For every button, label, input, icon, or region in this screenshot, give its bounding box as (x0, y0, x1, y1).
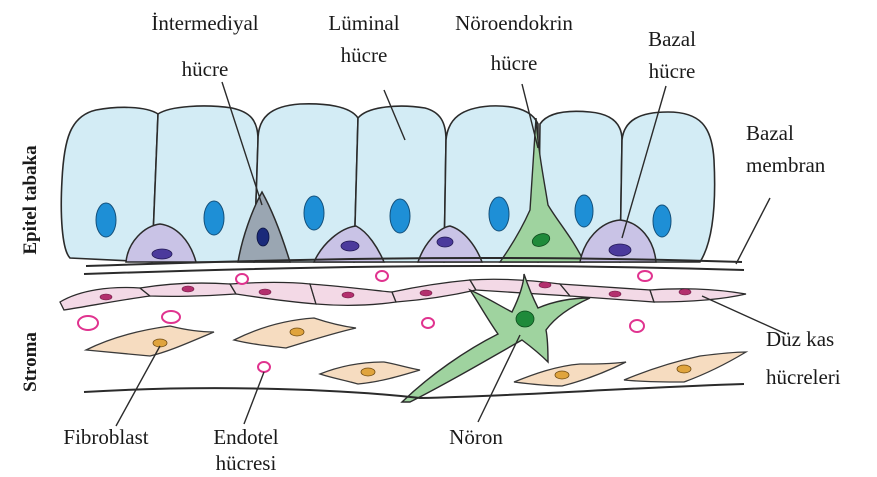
label-bazal-line1: Bazal (648, 27, 696, 51)
label-endotel-line2: hücresi (216, 451, 277, 475)
label-bazal-line2: hücre (649, 59, 696, 83)
smooth-muscle-nucleus (420, 290, 432, 296)
luminal-nucleus (96, 203, 116, 237)
smooth-muscle-cell (230, 283, 316, 305)
leader-endotel (244, 372, 264, 424)
fibroblast-nucleus (555, 371, 569, 379)
fibroblast-nucleus (361, 368, 375, 376)
smooth-muscle-nucleus (259, 289, 271, 295)
leader-fibroblast (116, 346, 160, 426)
endothelial-cell (376, 271, 388, 281)
intermediate-nucleus (257, 228, 269, 246)
smooth-muscle-nucleus (539, 282, 551, 288)
label-luminal-line2: hücre (341, 43, 388, 67)
label-noron: Nöron (449, 425, 503, 449)
label-fibroblast: Fibroblast (63, 425, 148, 449)
label-duz-kas-line1: Düz kas (766, 327, 834, 351)
luminal-nucleus (304, 196, 324, 230)
endothelial-cell (638, 271, 652, 281)
basal-nucleus (609, 244, 631, 256)
label-stroma: Stroma (20, 332, 41, 392)
smooth-muscle-band (60, 279, 746, 310)
fibroblast-cell (86, 326, 214, 356)
smooth-muscle-nucleus (100, 294, 112, 300)
label-luminal-line1: Lüminal (328, 11, 399, 35)
fibroblast-cell (514, 362, 626, 386)
smooth-muscle-cell (650, 289, 746, 302)
smooth-muscle-cell (392, 280, 476, 302)
endothelial-cell (630, 320, 644, 332)
label-endotel-line1: Endotel (213, 425, 278, 449)
label-duz-kas-line2: hücreleri (766, 365, 841, 389)
fibroblast-nucleus (677, 365, 691, 373)
luminal-nucleus (575, 195, 593, 227)
luminal-nucleus (390, 199, 410, 233)
basal-nucleus (341, 241, 359, 251)
label-bazal-membran-line1: Bazal (746, 121, 794, 145)
smooth-muscle-nucleus (182, 286, 194, 292)
neuron-nucleus (516, 311, 534, 327)
fibroblast-nucleus (153, 339, 167, 347)
endothelial-cell (236, 274, 248, 284)
luminal-nucleus (653, 205, 671, 237)
luminal-nucleus (204, 201, 224, 235)
endothelial-cell (422, 318, 434, 328)
endothelial-cell (162, 311, 180, 323)
basal-nucleus (437, 237, 453, 247)
endothelial-cell (78, 316, 98, 330)
fibroblasts (86, 318, 746, 386)
smooth-muscle-nucleus (342, 292, 354, 298)
label-intermediyal-line1: İntermediyal (151, 11, 258, 35)
smooth-muscle-nucleus (609, 291, 621, 297)
leader-membran (736, 198, 770, 264)
label-noroendokrin-line2: hücre (491, 51, 538, 75)
label-epitel-tabaka: Epitel tabaka (20, 145, 41, 255)
fibroblast-nucleus (290, 328, 304, 336)
luminal-nucleus (489, 197, 509, 231)
label-bazal-membran-line2: membran (746, 153, 826, 177)
label-intermediyal-line2: hücre (182, 57, 229, 81)
smooth-muscle-nucleus (679, 289, 691, 295)
basal-nucleus (152, 249, 172, 259)
endothelial-cell (258, 362, 270, 372)
label-noroendokrin-line1: Nöroendokrin (455, 11, 573, 35)
